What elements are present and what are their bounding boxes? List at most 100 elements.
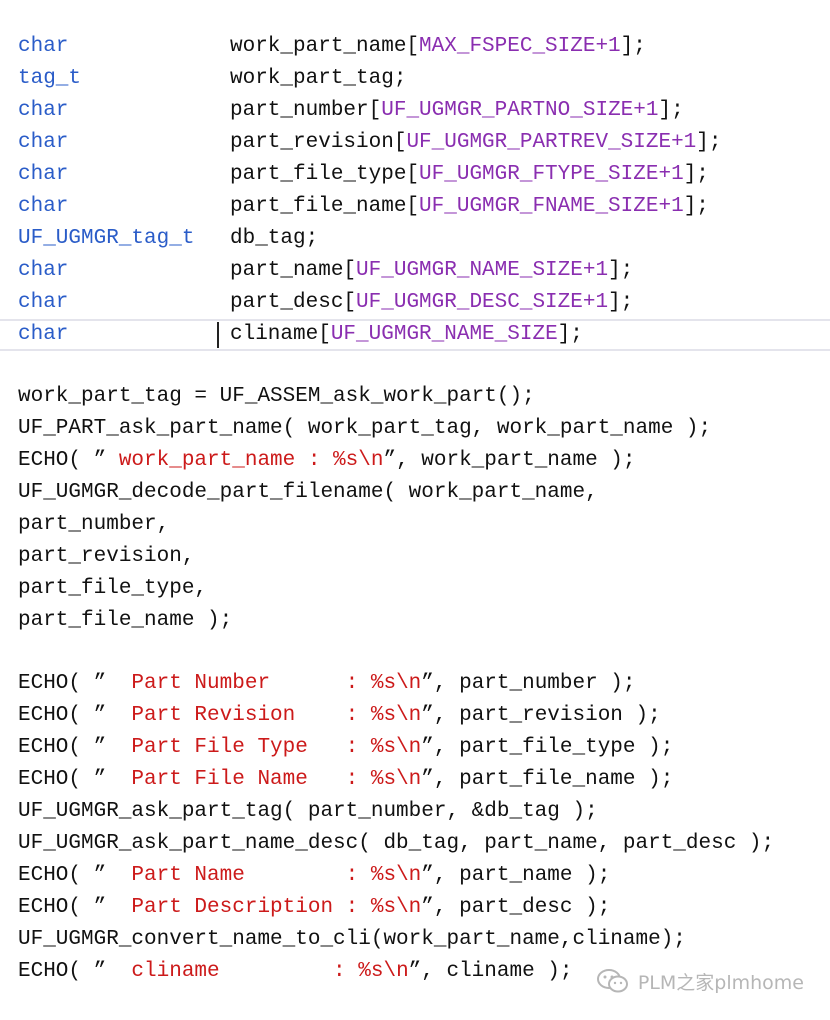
- code-text: UF_UGMGR_decode_part_filename( work_part…: [18, 481, 598, 504]
- code-line-declaration[interactable]: UF_UGMGR_tag_t db_tag;: [0, 223, 830, 255]
- identifier: work_part_name[: [230, 35, 420, 58]
- statement: work_part_tag = UF_ASSEM_ask_work_part()…: [18, 381, 535, 413]
- code-text: UF_PART_ask_part_name( work_part_tag, wo…: [18, 417, 712, 440]
- code-line-statement[interactable]: UF_UGMGR_ask_part_tag( part_number, &db_…: [0, 796, 830, 828]
- code-line-statement[interactable]: ECHO( ” work_part_name : %s\n”, work_par…: [0, 445, 830, 477]
- type-keyword: UF_UGMGR_tag_t: [18, 227, 195, 250]
- size-macro: UF_UGMGR_PARTNO_SIZE+1: [381, 99, 659, 122]
- statement: part_file_name );: [18, 605, 232, 637]
- code-line-statement[interactable]: ECHO( ” cliname : %s\n”, cliname );: [0, 956, 830, 988]
- text-caret: [217, 322, 219, 348]
- size-macro: MAX_FSPEC_SIZE+1: [419, 35, 621, 58]
- identifier: part_revision[: [230, 131, 407, 154]
- statement: ECHO( ” Part File Name : %s\n”, part_fil…: [18, 764, 673, 796]
- code-line-statement[interactable]: part_file_type,: [0, 573, 830, 605]
- statement: UF_PART_ask_part_name( work_part_tag, wo…: [18, 413, 711, 445]
- code-line-declaration[interactable]: tag_t work_part_tag;: [0, 63, 830, 95]
- code-text: part_file_type,: [18, 577, 208, 600]
- code-line-declaration[interactable]: char part_file_type[UF_UGMGR_FTYPE_SIZE+1…: [0, 159, 830, 191]
- code-text: ”, cliname );: [408, 960, 573, 983]
- statement: ECHO( ” Part Number : %s\n”, part_number…: [18, 668, 636, 700]
- string-literal: Part Name : %s\n: [106, 864, 422, 887]
- identifier: db_tag;: [230, 227, 319, 250]
- code-line-statement[interactable]: ECHO( ” Part File Type : %s\n”, part_fil…: [0, 732, 830, 764]
- identifier: part_number[: [230, 99, 382, 122]
- code-text: ECHO( ”: [18, 704, 107, 727]
- code-line-statement[interactable]: UF_UGMGR_convert_name_to_cli(work_part_n…: [0, 924, 830, 956]
- code-line-statement[interactable]: ECHO( ” Part File Name : %s\n”, part_fil…: [0, 764, 830, 796]
- punctuation: ];: [696, 131, 722, 154]
- declaration-body: part_revision[UF_UGMGR_PARTREV_SIZE+1];: [230, 127, 722, 159]
- string-literal: Part Revision : %s\n: [106, 704, 422, 727]
- code-line-declaration[interactable]: char part_file_name[UF_UGMGR_FNAME_SIZE+1…: [0, 191, 830, 223]
- code-line-statement[interactable]: part_file_name );: [0, 605, 830, 637]
- code-text: ”, work_part_name );: [383, 449, 636, 472]
- code-line-statement[interactable]: ECHO( ” Part Description : %s\n”, part_d…: [0, 892, 830, 924]
- code-line-statement[interactable]: ECHO( ” Part Revision : %s\n”, part_revi…: [0, 700, 830, 732]
- code-line-statement[interactable]: part_revision,: [0, 541, 830, 573]
- statement: ECHO( ” Part File Type : %s\n”, part_fil…: [18, 732, 673, 764]
- code-line-declaration[interactable]: char part_name[UF_UGMGR_NAME_SIZE+1];: [0, 255, 830, 287]
- declaration-body: db_tag;: [230, 223, 318, 255]
- string-literal: work_part_name : %s\n: [106, 449, 384, 472]
- declaration-body: part_desc[UF_UGMGR_DESC_SIZE+1];: [230, 287, 633, 319]
- code-text: ”, part_file_name );: [421, 768, 674, 791]
- code-text: ECHO( ”: [18, 672, 107, 695]
- code-text: ECHO( ”: [18, 896, 107, 919]
- identifier: cliname[: [230, 323, 331, 346]
- statement: UF_UGMGR_decode_part_filename( work_part…: [18, 477, 598, 509]
- size-macro: UF_UGMGR_NAME_SIZE+1: [356, 259, 609, 282]
- type-keyword: char: [18, 195, 69, 218]
- type-keyword: char: [18, 35, 69, 58]
- string-literal: cliname : %s\n: [106, 960, 409, 983]
- statement: part_file_type,: [18, 573, 207, 605]
- statement: UF_UGMGR_convert_name_to_cli(work_part_n…: [18, 924, 686, 956]
- code-line-statement[interactable]: part_number,: [0, 509, 830, 541]
- code-line-statement[interactable]: UF_PART_ask_part_name( work_part_tag, wo…: [0, 413, 830, 445]
- statement: UF_UGMGR_ask_part_tag( part_number, &db_…: [18, 796, 598, 828]
- code-line-statement[interactable]: UF_UGMGR_decode_part_filename( work_part…: [0, 477, 830, 509]
- code-line-statement[interactable]: work_part_tag = UF_ASSEM_ask_work_part()…: [0, 381, 830, 413]
- code-text: UF_UGMGR_ask_part_tag( part_number, &db_…: [18, 800, 598, 823]
- code-text: ”, part_name );: [421, 864, 611, 887]
- declaration-body: part_file_type[UF_UGMGR_FTYPE_SIZE+1];: [230, 159, 709, 191]
- punctuation: ];: [608, 259, 634, 282]
- code-line-statement[interactable]: UF_UGMGR_ask_part_name_desc( db_tag, par…: [0, 828, 830, 860]
- size-macro: UF_UGMGR_DESC_SIZE+1: [356, 291, 609, 314]
- string-literal: Part File Type : %s\n: [106, 736, 422, 759]
- code-text: ECHO( ”: [18, 449, 107, 472]
- code-text: ”, part_file_type );: [421, 736, 674, 759]
- type-keyword: char: [18, 163, 69, 186]
- size-macro: UF_UGMGR_PARTREV_SIZE+1: [406, 131, 697, 154]
- code-text: part_file_name );: [18, 609, 233, 632]
- statement: ECHO( ” work_part_name : %s\n”, work_par…: [18, 445, 636, 477]
- code-text: UF_UGMGR_convert_name_to_cli(work_part_n…: [18, 928, 686, 951]
- type-keyword: tag_t: [18, 67, 82, 90]
- declaration-body: part_name[UF_UGMGR_NAME_SIZE+1];: [230, 255, 633, 287]
- punctuation: ];: [683, 195, 709, 218]
- code-text: ECHO( ”: [18, 736, 107, 759]
- statement: ECHO( ” cliname : %s\n”, cliname );: [18, 956, 573, 988]
- size-macro: UF_UGMGR_FTYPE_SIZE+1: [419, 163, 684, 186]
- code-line-statement[interactable]: ECHO( ” Part Number : %s\n”, part_number…: [0, 668, 830, 700]
- type-keyword: char: [18, 259, 69, 282]
- code-line-statement[interactable]: ECHO( ” Part Name : %s\n”, part_name );: [0, 860, 830, 892]
- declaration-body: work_part_tag;: [230, 63, 406, 95]
- identifier: part_file_name[: [230, 195, 420, 218]
- statement: UF_UGMGR_ask_part_name_desc( db_tag, par…: [18, 828, 774, 860]
- statement: ECHO( ” Part Name : %s\n”, part_name );: [18, 860, 610, 892]
- code-text: ”, part_number );: [421, 672, 636, 695]
- statement: ECHO( ” Part Description : %s\n”, part_d…: [18, 892, 610, 924]
- code-text: ECHO( ”: [18, 960, 107, 983]
- code-text: UF_UGMGR_ask_part_name_desc( db_tag, par…: [18, 832, 775, 855]
- size-macro: UF_UGMGR_FNAME_SIZE+1: [419, 195, 684, 218]
- punctuation: ];: [557, 323, 583, 346]
- identifier: work_part_tag;: [230, 67, 407, 90]
- watermark-text: PLM之家plmhome: [637, 971, 804, 994]
